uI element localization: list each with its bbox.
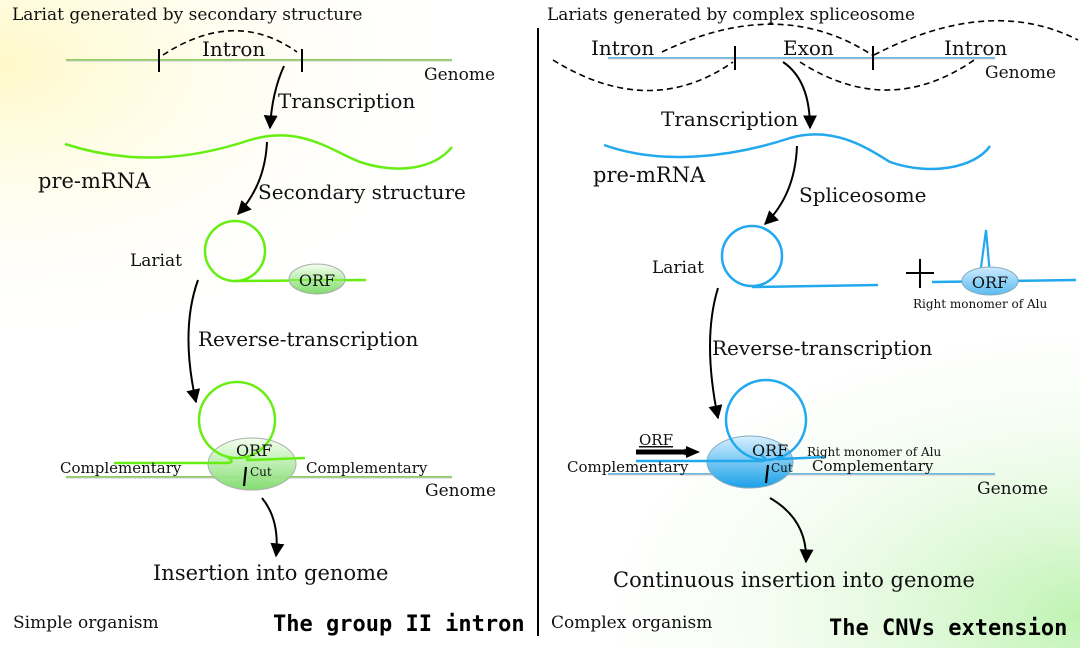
left-heading: Lariat generated by secondary structure <box>12 5 362 25</box>
right-premrna-label: pre-mRNA <box>593 163 706 187</box>
right-complementary-strand-right <box>775 454 827 461</box>
right-lower-splice-arc-2 <box>799 57 978 91</box>
right-transcription-arrow <box>782 61 817 130</box>
left-transcription-arrow <box>263 65 285 130</box>
right-transcription-label: Transcription <box>661 107 798 131</box>
alu-hairpin <box>978 229 992 276</box>
left-insertion-arrow <box>261 497 285 558</box>
right-result-label: Continuous insertion into genome <box>613 568 975 592</box>
left-rt-label: Reverse-transcription <box>198 327 419 351</box>
left-complex-orf-label: ORF <box>236 441 272 460</box>
right-upper-splice-arc-2 <box>873 20 1079 56</box>
right-complementary-strand-left <box>636 453 767 463</box>
right-upper-splice-arc-1 <box>661 23 873 56</box>
right-rt-label: Reverse-transcription <box>712 336 933 360</box>
left-intron-splice-arc <box>162 29 298 56</box>
right-panel-title: The CNVs extension <box>829 616 1067 641</box>
right-complementary-label-right: Complementary <box>812 457 934 475</box>
left-genome-label: Genome <box>424 65 495 85</box>
left-cut-mark <box>242 466 248 487</box>
right-insertion-arrow <box>769 497 814 564</box>
right-rt-arrow <box>708 287 723 420</box>
right-cut-label: Cut <box>771 461 793 475</box>
right-organism-label: Complex organism <box>551 613 712 633</box>
left-lariat-label: Lariat <box>130 251 182 271</box>
right-complementary-label-left: Complementary <box>567 458 689 476</box>
right-genome-label-bottom: Genome <box>977 479 1048 499</box>
left-lariat-loop-bound <box>197 380 277 460</box>
right-spliceosome-label: Spliceosome <box>799 183 926 207</box>
alu-orf-ellipse <box>961 266 1019 296</box>
left-cut-label: Cut <box>250 465 272 479</box>
left-premrna-label: pre-mRNA <box>38 169 151 193</box>
left-transcription-label: Transcription <box>278 89 415 113</box>
orf-arrow-label: ORF <box>639 431 673 449</box>
left-complementary-strand-right <box>245 455 306 462</box>
left-secondary-label: Secondary structure <box>258 180 466 204</box>
right-premrna-strand <box>603 133 992 171</box>
left-orf-label: ORF <box>299 271 335 290</box>
right-heading: Lariats generated by complex spliceosome <box>547 5 915 25</box>
alu-label: Right monomer of Alu <box>913 297 1047 311</box>
right-intron-right-label: Intron <box>944 36 1007 60</box>
left-complementary-label-left: Complementary <box>60 459 182 477</box>
right-complex-orf-label: ORF <box>752 441 788 460</box>
left-genome-label-bottom: Genome <box>425 481 496 501</box>
right-intron-left-label: Intron <box>591 36 654 60</box>
left-secondary-arrow <box>237 141 268 216</box>
alu-orf-label: ORF <box>972 273 1008 292</box>
left-organism-label: Simple organism <box>13 613 159 633</box>
right-alu-label-bottom: Right monomer of Alu <box>807 445 941 459</box>
right-spliceosome-arrow <box>763 145 798 225</box>
left-complementary-label-right: Complementary <box>306 459 428 477</box>
right-cut-mark <box>764 464 770 484</box>
left-panel-title: The group II intron <box>273 612 525 637</box>
right-lariat-tail <box>751 283 879 289</box>
right-genome-label: Genome <box>985 63 1056 83</box>
left-rt-arrow <box>186 279 201 404</box>
left-panel: Lariat generated by secondary structure … <box>12 5 525 637</box>
right-panel: Lariats generated by complex spliceosome… <box>547 5 1079 641</box>
right-lariat-label: Lariat <box>652 258 704 278</box>
right-exon-label: Exon <box>783 36 834 60</box>
left-premrna-strand <box>64 134 453 170</box>
left-result-label: Insertion into genome <box>153 561 388 585</box>
left-intron-label: Intron <box>202 37 265 61</box>
left-complementary-strand-left <box>114 454 233 465</box>
